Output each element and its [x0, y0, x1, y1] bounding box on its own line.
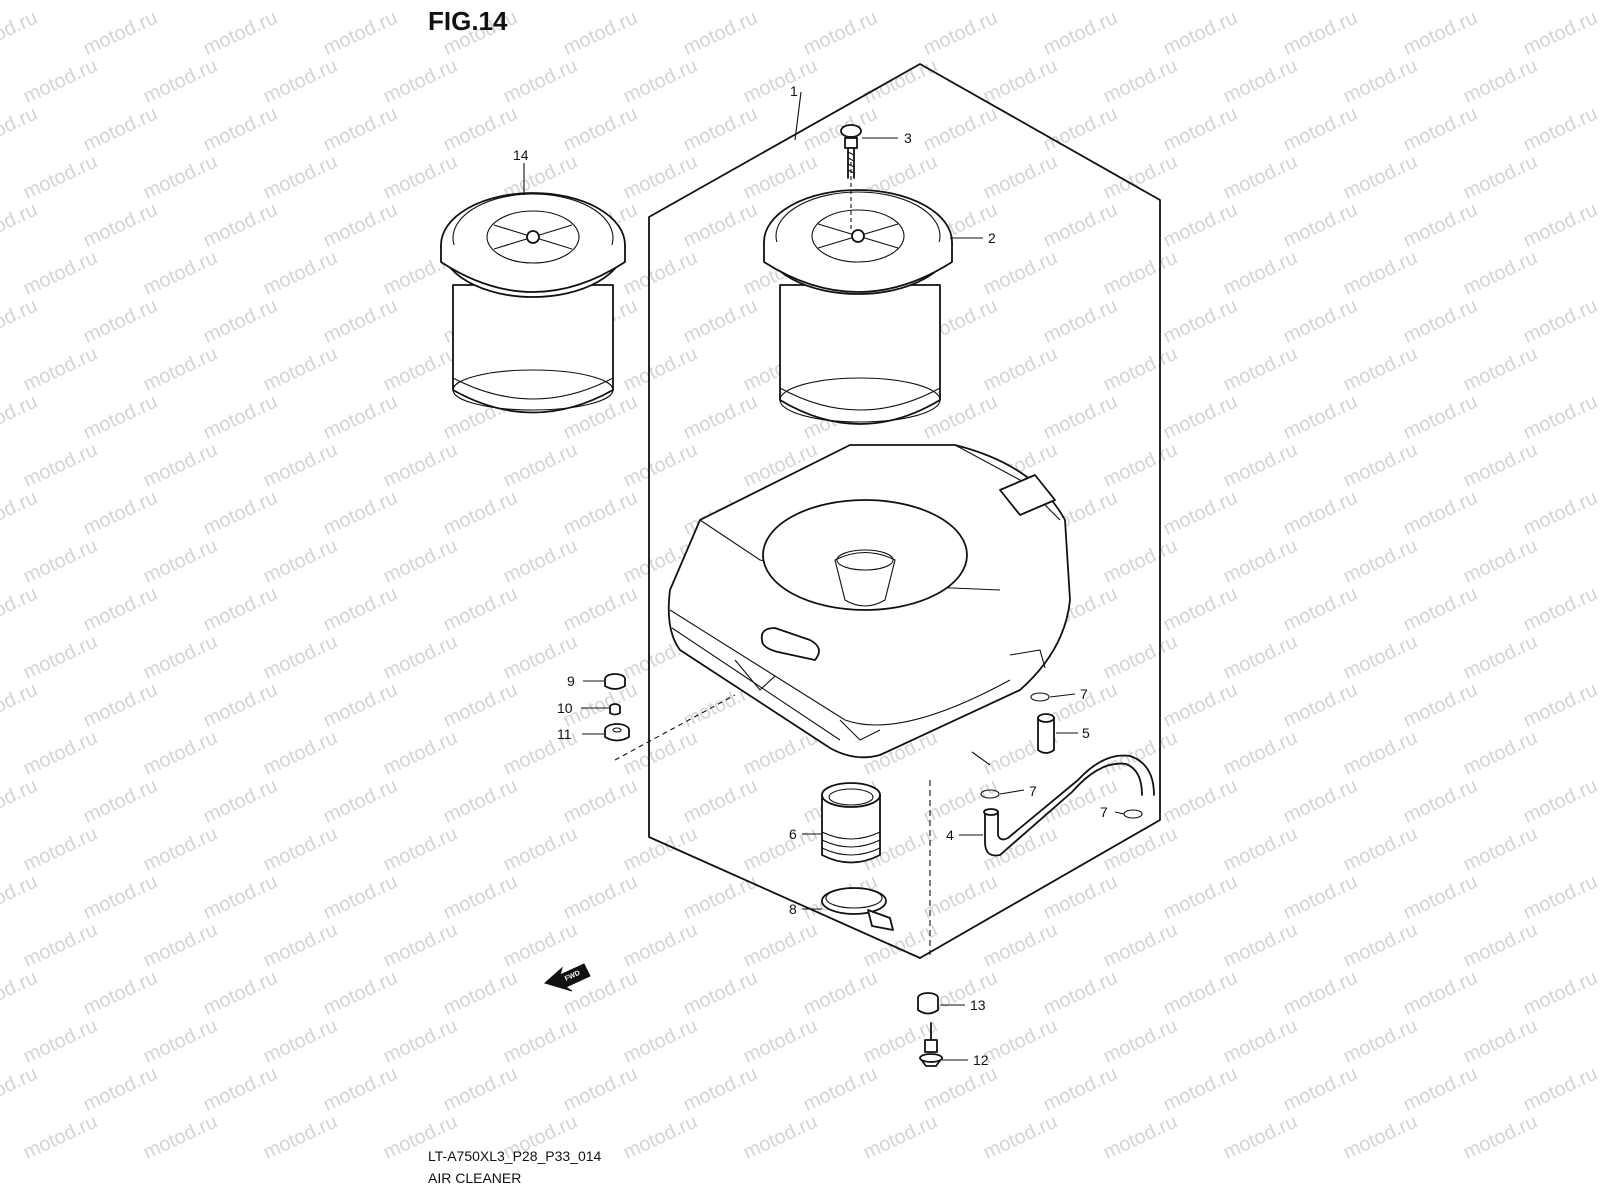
callout-9: 9 — [567, 673, 575, 689]
cushion-11 — [604, 723, 630, 742]
callout-11: 11 — [557, 726, 572, 742]
callout-6: 6 — [789, 826, 797, 842]
clip-7b — [980, 789, 1000, 799]
grommet-13 — [917, 992, 939, 1015]
leader-7c — [1114, 811, 1125, 815]
fwd-arrow-icon: FWD — [543, 963, 591, 992]
bolt-9 — [604, 673, 626, 690]
drain-tube-5 — [1037, 713, 1055, 754]
callout-14: 14 — [513, 147, 529, 163]
callout-10: 10 — [557, 700, 573, 716]
air-cleaner-case — [667, 444, 1071, 759]
callout-8: 8 — [789, 901, 797, 917]
figure-caption: AIR CLEANER — [428, 1170, 522, 1186]
callout-1: 1 — [790, 83, 798, 99]
callout-7a: 7 — [1080, 686, 1088, 702]
collar-10 — [609, 703, 621, 716]
clamp-8 — [821, 887, 894, 931]
clip-7c — [1123, 809, 1143, 819]
drain-valve-12 — [919, 1022, 943, 1067]
callout-3: 3 — [904, 130, 912, 146]
breather-hose-4 — [983, 754, 1155, 857]
callout-2: 2 — [988, 230, 996, 246]
callout-4: 4 — [946, 827, 954, 843]
filter-element-14 — [440, 192, 626, 414]
outlet-tube-6 — [821, 782, 881, 864]
leader-7a — [1049, 693, 1076, 698]
model-code: LT-A750XL3_P28_P33_014 — [428, 1148, 602, 1164]
callout-13: 13 — [970, 997, 986, 1013]
clip-7a — [1030, 692, 1050, 702]
mount-axis — [614, 694, 736, 761]
callout-5: 5 — [1082, 725, 1090, 741]
leader-7b — [999, 789, 1025, 795]
assembly-outline — [648, 63, 1161, 959]
figure-title: FIG.14 — [428, 6, 508, 36]
wing-bolt-3 — [840, 124, 862, 230]
callout-7b: 7 — [1029, 783, 1037, 799]
callout-12: 12 — [973, 1052, 989, 1068]
hose-axis — [971, 751, 991, 766]
filter-element-2 — [763, 189, 953, 425]
callout-7c: 7 — [1100, 804, 1108, 820]
leader-1 — [794, 91, 802, 141]
